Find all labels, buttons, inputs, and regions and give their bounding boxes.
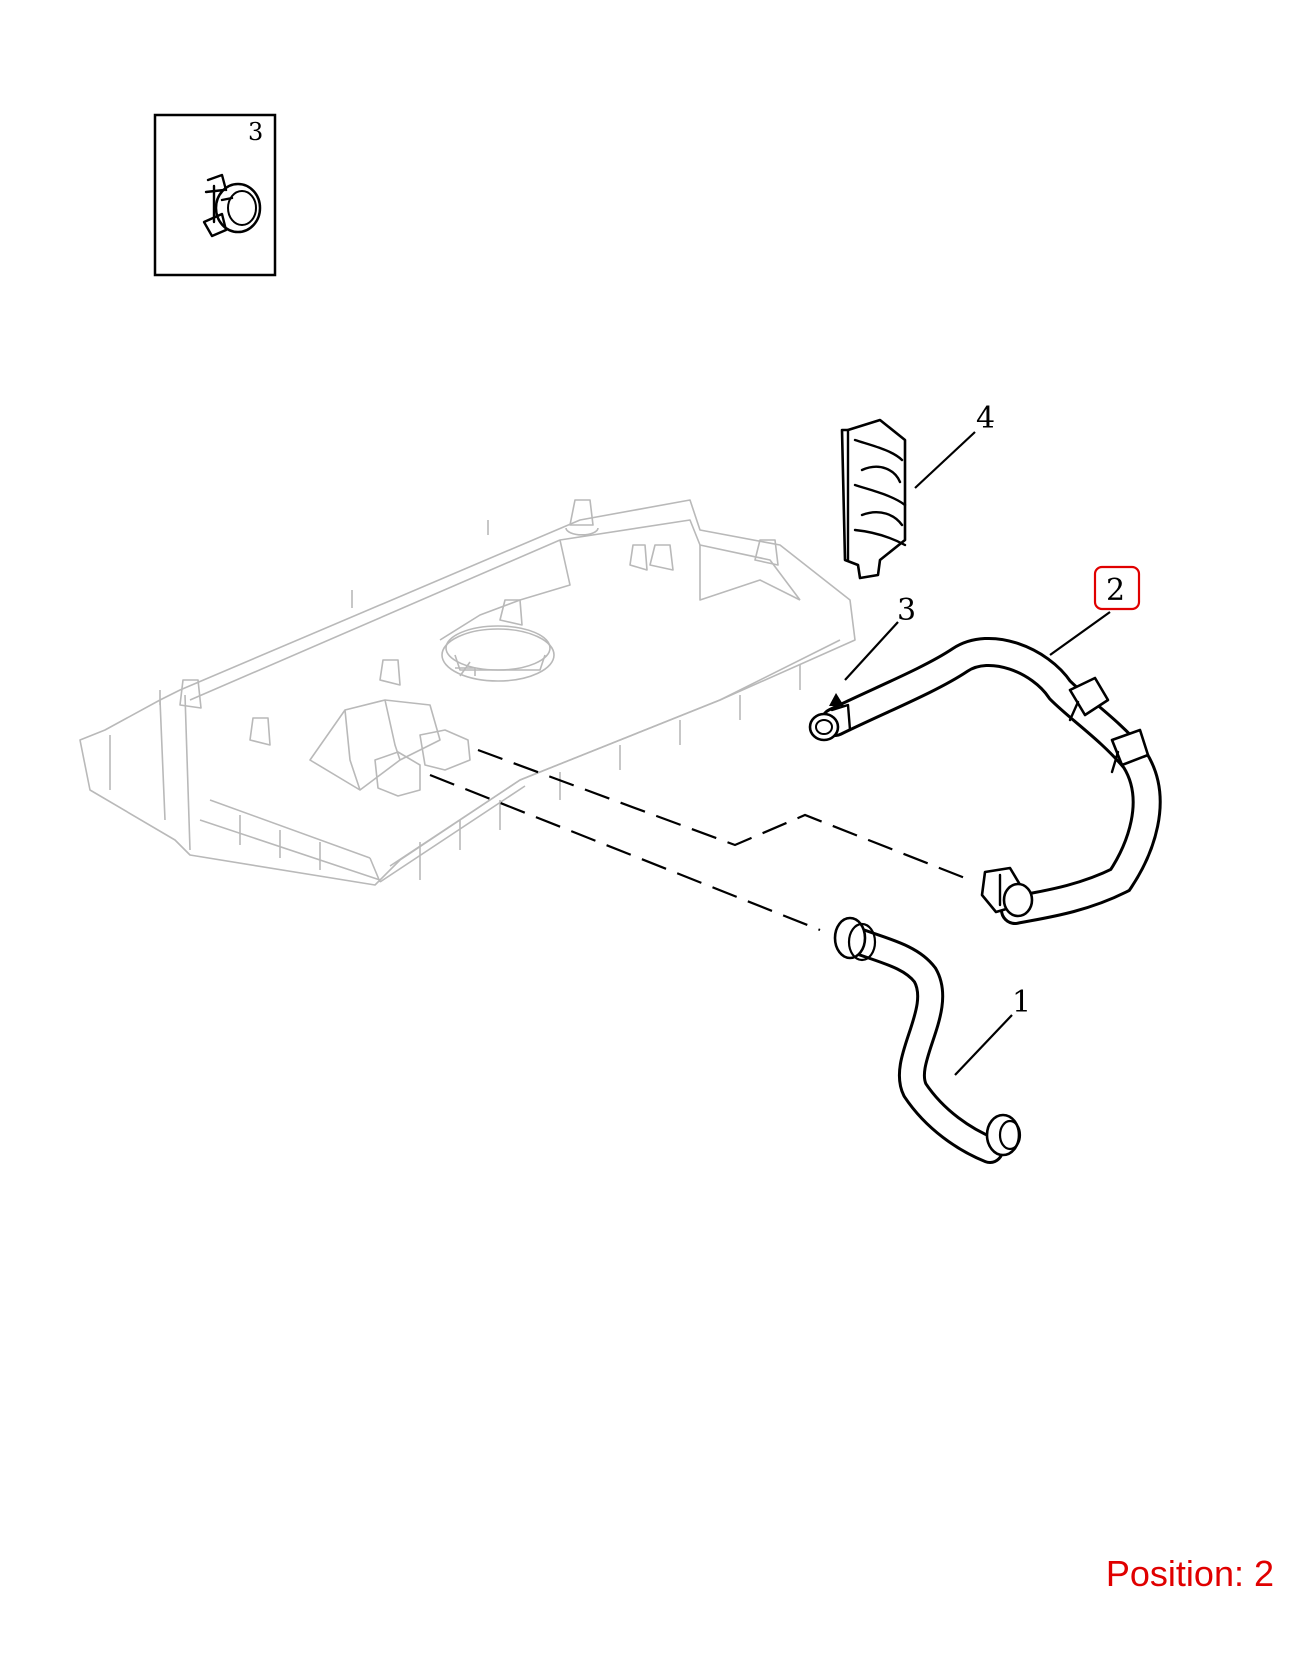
callout-1: 1 — [1012, 985, 1031, 1020]
callout-3: 3 — [897, 593, 916, 628]
callout-4: 4 — [976, 401, 995, 436]
assembly-line-hose-2 — [477, 748, 971, 882]
hose-clamp-icon — [202, 173, 262, 238]
inset-box: 3 — [153, 113, 277, 277]
leader-line-1 — [954, 1014, 1013, 1076]
callout-2: 2 — [1106, 573, 1125, 608]
leader-line-4 — [914, 431, 976, 489]
callout-highlight-box — [1093, 565, 1141, 611]
leader-line-3 — [844, 621, 899, 681]
hose-part-2 — [808, 637, 1162, 925]
valve-cover-ghost — [79, 499, 856, 886]
position-label: Position: 2 — [1105, 1553, 1274, 1594]
inset-number: 3 — [248, 118, 263, 146]
hose-part-1 — [833, 916, 1022, 1164]
leader-line-2 — [1049, 611, 1111, 656]
clip-part-4 — [840, 418, 907, 580]
assembly-line-hose-1 — [429, 773, 821, 932]
leader-arrow-3 — [829, 693, 844, 706]
